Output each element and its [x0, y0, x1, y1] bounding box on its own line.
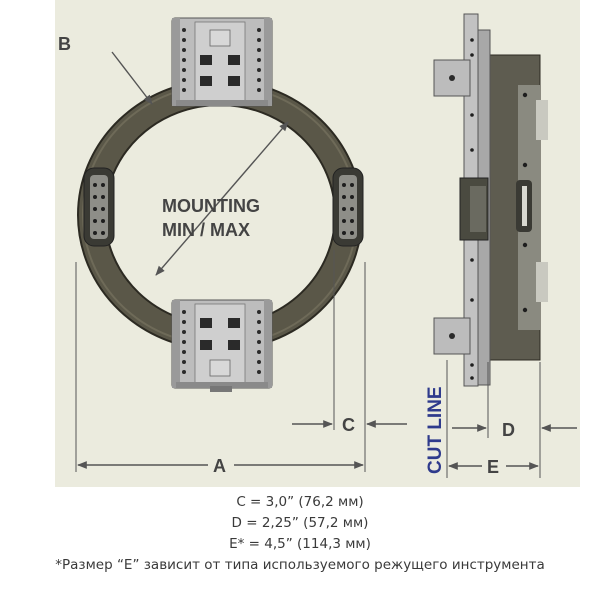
label-b: B — [58, 34, 71, 54]
note-c: C = 3,0” (76,2 мм) — [236, 494, 364, 510]
note-e: E* = 4,5” (114,3 мм) — [229, 536, 371, 552]
technical-diagram: B MOUNTING MIN / MAX A C — [58, 13, 577, 478]
right-side-pad — [332, 167, 364, 247]
note-footnote: *Размер “E” зависит от типа используемог… — [55, 557, 545, 573]
bottom-clamp-block — [171, 299, 273, 392]
label-c: C — [342, 415, 355, 435]
mounting-label-line2: MIN / MAX — [162, 220, 250, 240]
label-e: E — [487, 457, 499, 477]
left-side-pad — [83, 167, 115, 247]
top-clamp-block — [171, 17, 273, 107]
clamp-side-view — [433, 13, 548, 387]
note-d: D = 2,25” (57,2 мм) — [231, 515, 369, 531]
label-a: A — [213, 456, 226, 476]
dimension-notes: C = 3,0” (76,2 мм) D = 2,25” (57,2 мм) E… — [0, 492, 600, 576]
mounting-diameter-arrow — [155, 121, 289, 276]
label-d: D — [502, 420, 515, 440]
mounting-label-line1: MOUNTING — [162, 196, 260, 216]
cut-line-label: CUT LINE — [425, 386, 446, 474]
b-leader-line — [111, 51, 153, 105]
